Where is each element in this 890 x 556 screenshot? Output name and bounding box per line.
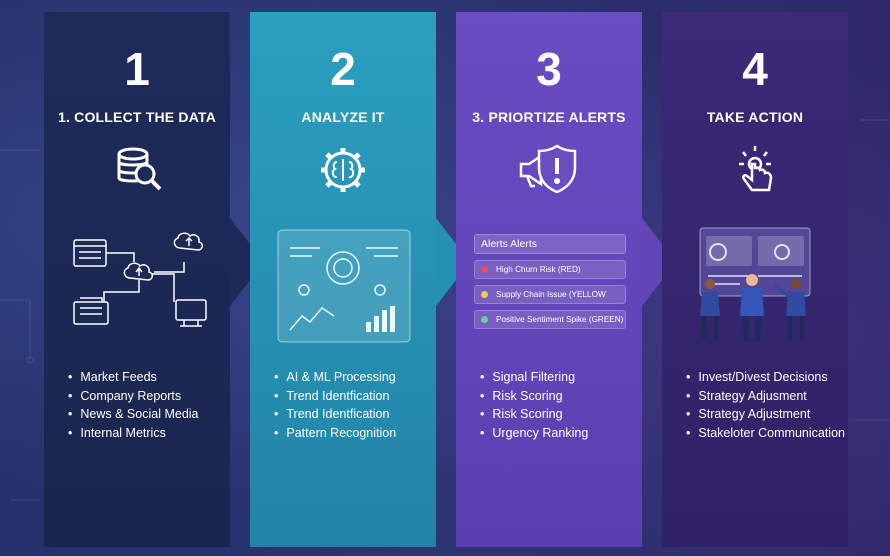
yellow-dot-icon	[481, 291, 488, 298]
list-item: Invest/Divest Decisions	[686, 368, 844, 387]
list-item: AI & ML Processing	[274, 368, 432, 387]
step-3-bullets: Signal Filtering Risk Scoring Risk Scori…	[480, 368, 638, 442]
step-number: 3	[536, 43, 562, 95]
list-item: Trend Identfication	[274, 387, 432, 406]
step-4-panel: 4 TAKE ACTION Invest/Divest Decisions	[662, 12, 848, 547]
list-item: Strategy Adjustment	[686, 405, 844, 424]
alert-item-green: Positive Sentiment Spike (GREEN)	[474, 310, 626, 329]
list-item: Urgency Ranking	[480, 424, 638, 443]
alerts-header: Alerts Alerts	[474, 234, 626, 254]
list-item: Market Feeds	[68, 368, 226, 387]
pointer-hand-icon	[739, 146, 773, 192]
step-number: 2	[330, 43, 356, 95]
brain-gear-icon	[321, 148, 365, 192]
team-presentation-illustration	[699, 227, 811, 342]
step-1-panel: 1 1. COLLECT THE DATA Mark	[44, 12, 230, 547]
step-title: ANALYZE IT	[301, 109, 385, 125]
megaphone-shield-icon	[519, 144, 577, 194]
alert-item-red: High Churn Risk (RED)	[474, 260, 626, 279]
list-item: Risk Scoring	[480, 387, 638, 406]
red-dot-icon	[481, 266, 488, 273]
list-item: Company Reports	[68, 387, 226, 406]
green-dot-icon	[481, 316, 488, 323]
data-sources-illustration	[73, 232, 207, 327]
analytics-dashboard-illustration	[277, 229, 411, 343]
list-item: Pattern Recognition	[274, 424, 432, 443]
step-title: TAKE ACTION	[706, 109, 804, 125]
step-title: 3. PRIORTIZE ALERTS	[472, 109, 626, 125]
step-number: 1	[124, 43, 150, 95]
list-item: Trend Identfication	[274, 405, 432, 424]
alert-label: High Churn Risk (RED)	[496, 265, 581, 274]
alert-item-yellow: Supply Chain Issue (YELLOW	[474, 285, 626, 304]
alert-label: Supply Chain Issue (YELLOW	[496, 290, 606, 299]
step-number: 4	[742, 43, 768, 95]
list-item: Internal Metrics	[68, 424, 226, 443]
step-4-bullets: Invest/Divest Decisions Strategy Adjusme…	[686, 368, 845, 443]
list-item: Strategy Adjusment	[686, 387, 844, 406]
alert-label: Positive Sentiment Spike (GREEN)	[496, 315, 624, 324]
list-item: Risk Scoring	[480, 405, 638, 424]
alerts-panel: Alerts Alerts High Churn Risk (RED) Supp…	[474, 234, 626, 335]
step-title: 1. COLLECT THE DATA	[57, 109, 217, 125]
list-item: Signal Filtering	[480, 368, 638, 387]
list-item: Stakeloter Communication	[686, 424, 845, 443]
step-3-panel: 3 3. PRIORTIZE ALERTS Alerts Alerts High…	[456, 12, 642, 547]
step-1-bullets: Market Feeds Company Reports News & Soci…	[68, 368, 226, 442]
step-2-panel: 2 ANALYZE IT AI & ML Processing Trend Id…	[250, 12, 436, 547]
database-search-icon	[117, 147, 162, 191]
list-item: News & Social Media	[68, 405, 226, 424]
step-2-bullets: AI & ML Processing Trend Identfication T…	[274, 368, 432, 442]
